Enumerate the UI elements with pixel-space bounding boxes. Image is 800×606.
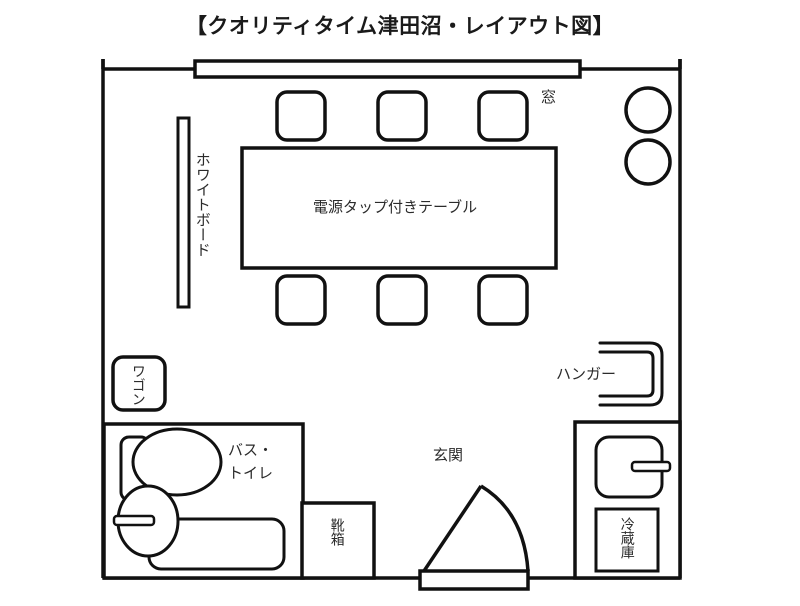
window-bar bbox=[193, 59, 582, 79]
hanger-label: ハンガー bbox=[556, 366, 617, 383]
chairs-top-row bbox=[275, 90, 529, 142]
bath-toilet-label: バス・ トイレ bbox=[228, 442, 274, 483]
entrance-door bbox=[422, 484, 530, 572]
shoe-box-label: 靴箱 bbox=[329, 518, 346, 546]
whiteboard bbox=[176, 116, 191, 309]
wagon-label: ワゴン bbox=[130, 364, 147, 406]
stool-2 bbox=[624, 138, 672, 186]
whiteboard-label: ホワイトボード bbox=[193, 152, 211, 257]
chair-top-2 bbox=[376, 90, 428, 142]
chair-top-1 bbox=[275, 90, 327, 142]
chairs-bottom-row bbox=[275, 274, 529, 326]
stools bbox=[624, 86, 672, 186]
hanger-rack bbox=[598, 341, 664, 407]
conference-table bbox=[240, 146, 558, 270]
window-label: 窓 bbox=[541, 89, 557, 106]
shoe-box bbox=[300, 501, 376, 580]
door-swing-arc bbox=[480, 484, 530, 572]
chair-bottom-1 bbox=[275, 274, 327, 326]
hanger-inner-bracket bbox=[598, 350, 655, 398]
sink-counter-handle bbox=[630, 460, 672, 473]
table-label: 電源タップ付きテーブル bbox=[313, 199, 478, 216]
stool-1 bbox=[624, 86, 672, 134]
entrance-threshold bbox=[418, 569, 530, 591]
refrigerator-label: 冷蔵庫 bbox=[619, 517, 636, 559]
chair-bottom-3 bbox=[477, 274, 529, 326]
chair-top-3 bbox=[477, 90, 529, 142]
entrance-label: 玄関 bbox=[433, 447, 464, 464]
wagon bbox=[111, 355, 167, 412]
page-title: 【クオリティタイム津田沼・レイアウト図】 bbox=[185, 14, 615, 38]
chair-bottom-2 bbox=[376, 274, 428, 326]
sink-faucet bbox=[112, 514, 156, 527]
door-leaf bbox=[422, 485, 483, 572]
refrigerator bbox=[594, 507, 660, 573]
toilet-bowl bbox=[131, 427, 223, 497]
hanger-outer-bracket bbox=[598, 341, 664, 407]
